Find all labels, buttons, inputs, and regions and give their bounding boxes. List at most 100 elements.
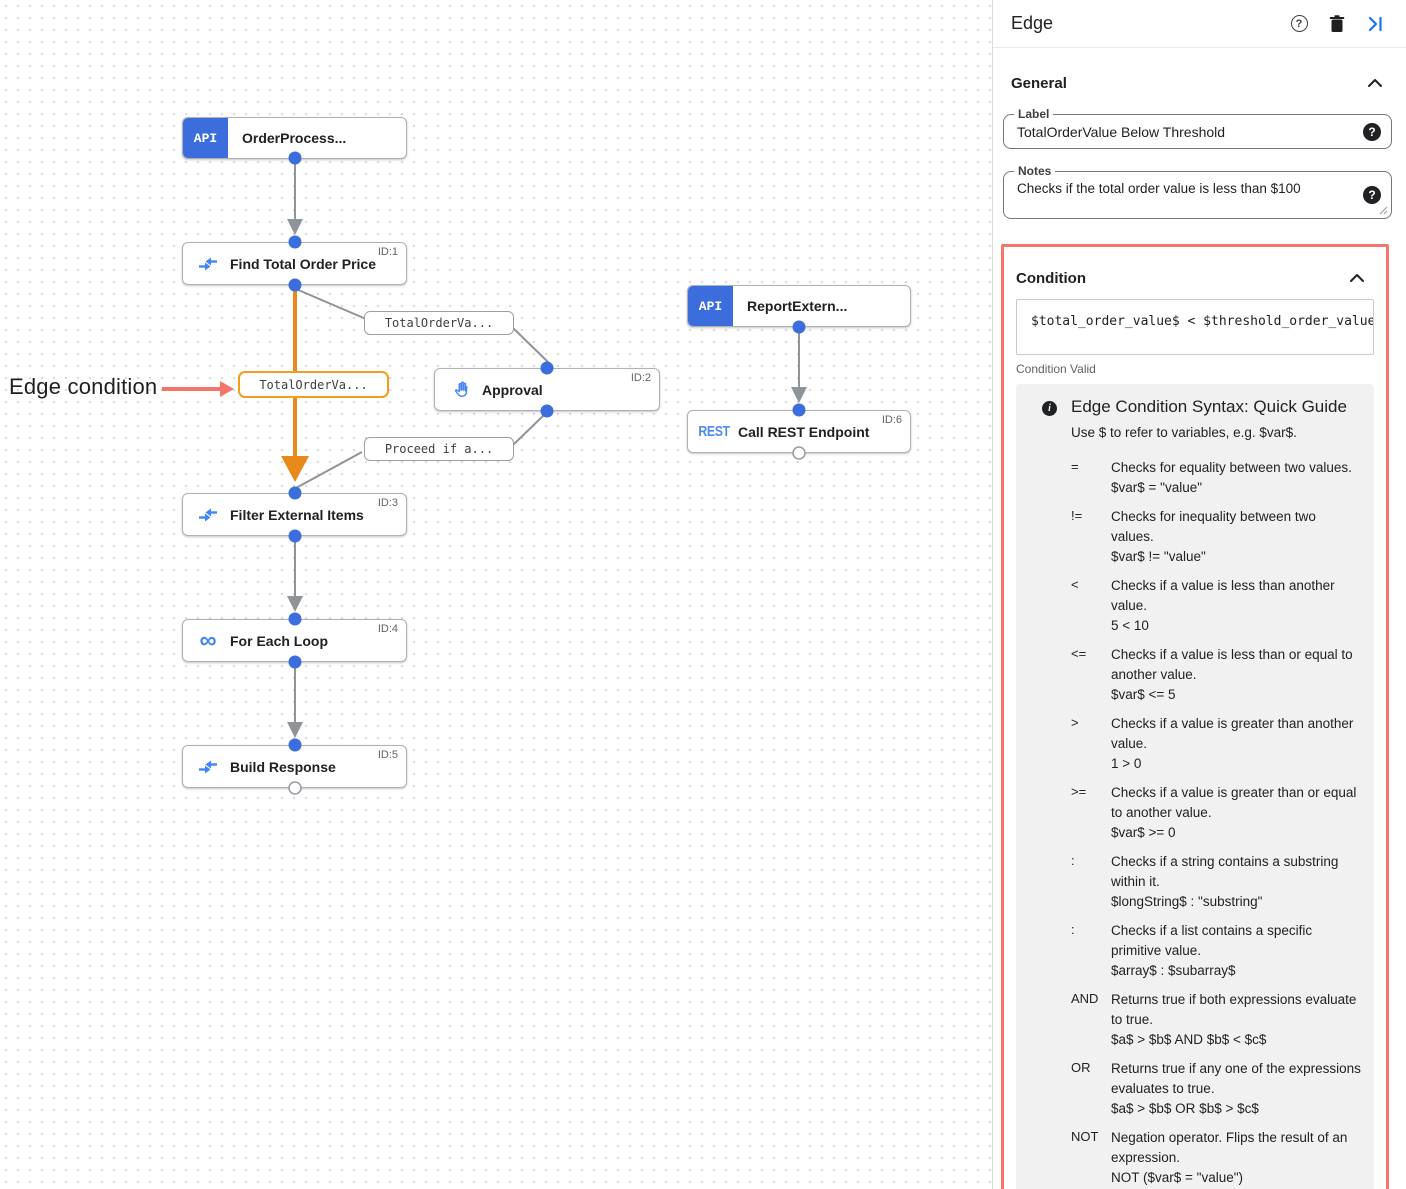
guide-example: 5 < 10 bbox=[1111, 618, 1149, 633]
notes-field[interactable]: Notes Checks if the total order value is… bbox=[1003, 164, 1392, 219]
workflow-edges bbox=[281, 151, 807, 795]
guide-title: Edge Condition Syntax: Quick Guide bbox=[1071, 397, 1347, 416]
node-id-badge: ID:2 bbox=[630, 372, 651, 384]
node-title: Call REST Endpoint bbox=[738, 423, 870, 440]
resize-handle-icon[interactable] bbox=[1379, 206, 1388, 215]
guide-operator: AND bbox=[1071, 991, 1099, 1006]
collapse-panel-icon[interactable] bbox=[1364, 13, 1386, 35]
guide-row: <= Checks if a value is less than or equ… bbox=[1071, 645, 1362, 705]
guide-description: Checks if a value is less than or equal … bbox=[1111, 647, 1353, 682]
collapse-condition-chevron-icon[interactable] bbox=[1346, 267, 1368, 289]
notes-help-icon[interactable]: ? bbox=[1363, 186, 1381, 204]
node-for-each-loop[interactable]: ID:4 ∞ For Each Loop bbox=[182, 619, 407, 662]
guide-description: Checks for equality between two values. bbox=[1111, 460, 1352, 475]
edge-condition-annotation: Edge condition bbox=[9, 374, 158, 399]
edge-label-totalordervalue[interactable]: TotalOrderVa... bbox=[364, 311, 514, 335]
guide-description: Returns true if any one of the expressio… bbox=[1111, 1061, 1361, 1096]
guide-operator: OR bbox=[1071, 1060, 1091, 1075]
guide-operator: >= bbox=[1071, 784, 1087, 799]
approval-hand-icon bbox=[448, 380, 472, 400]
node-id-badge: ID:3 bbox=[377, 497, 398, 509]
label-field[interactable]: Label TotalOrderValue Below Threshold ? bbox=[1003, 107, 1392, 149]
label-field-legend: Label bbox=[1014, 107, 1054, 121]
rest-task-icon: REST bbox=[698, 423, 730, 440]
guide-operator: <= bbox=[1071, 646, 1087, 661]
guide-row: OR Returns true if any one of the expres… bbox=[1071, 1059, 1362, 1119]
api-trigger-icon: API bbox=[183, 118, 228, 158]
node-title: For Each Loop bbox=[230, 632, 328, 649]
guide-example: $var$ >= 0 bbox=[1111, 825, 1176, 840]
node-id-badge: ID:5 bbox=[377, 749, 398, 761]
notes-field-legend: Notes bbox=[1014, 164, 1056, 178]
label-help-icon[interactable]: ? bbox=[1363, 122, 1381, 141]
workflow-canvas[interactable]: API OrderProcess... ID:1 Find Total Orde… bbox=[0, 0, 992, 1189]
label-field-value[interactable]: TotalOrderValue Below Threshold bbox=[1017, 124, 1226, 140]
info-icon: i bbox=[1042, 401, 1057, 416]
edge-label-proceed-if[interactable]: Proceed if a... bbox=[364, 437, 514, 461]
node-title: Find Total Order Price bbox=[230, 255, 376, 272]
guide-description: Checks if a value is greater than or equ… bbox=[1111, 785, 1357, 820]
guide-row: = Checks for equality between two values… bbox=[1071, 458, 1362, 498]
node-title: Approval bbox=[482, 381, 543, 398]
guide-row: != Checks for inequality between two val… bbox=[1071, 507, 1362, 567]
guide-example: NOT ($var$ = "value") bbox=[1111, 1170, 1244, 1185]
guide-row: > Checks if a value is greater than anot… bbox=[1071, 714, 1362, 774]
guide-description: Checks if a value is less than another v… bbox=[1111, 578, 1335, 613]
guide-example: $a$ > $b$ OR $b$ > $c$ bbox=[1111, 1101, 1259, 1116]
general-section: General Label TotalOrderValue Below Thre… bbox=[993, 48, 1406, 1189]
help-icon[interactable]: ? bbox=[1288, 13, 1310, 35]
node-title: Build Response bbox=[230, 758, 336, 775]
node-title: OrderProcess... bbox=[242, 130, 347, 146]
node-order-process-trigger[interactable]: API OrderProcess... bbox=[182, 117, 407, 159]
data-mapping-icon bbox=[196, 760, 220, 774]
guide-description: Negation operator. Flips the result of a… bbox=[1111, 1130, 1348, 1165]
guide-description: Returns true if both expressions evaluat… bbox=[1111, 992, 1357, 1027]
condition-section-highlighted: Condition $total_order_value$ < $thresho… bbox=[1001, 244, 1389, 1189]
guide-description: Checks if a string contains a substring … bbox=[1111, 854, 1339, 889]
guide-example: 1 > 0 bbox=[1111, 756, 1142, 771]
annotation-arrow-icon bbox=[162, 381, 234, 397]
node-id-badge: ID:1 bbox=[377, 246, 398, 258]
loop-icon: ∞ bbox=[199, 626, 217, 654]
guide-example: $longString$ : "substring" bbox=[1111, 894, 1263, 909]
edge-label-selected-totalordervalue[interactable]: TotalOrderVa... bbox=[238, 371, 389, 398]
node-find-total-order-price[interactable]: ID:1 Find Total Order Price bbox=[182, 242, 407, 285]
guide-operator: != bbox=[1071, 508, 1083, 523]
node-filter-external-items[interactable]: ID:3 Filter External Items bbox=[182, 493, 407, 536]
guide-row: >= Checks if a value is greater than or … bbox=[1071, 783, 1362, 843]
data-mapping-icon bbox=[196, 508, 220, 522]
guide-example: $var$ != "value" bbox=[1111, 549, 1206, 564]
guide-row: < Checks if a value is less than another… bbox=[1071, 576, 1362, 636]
guide-example: $a$ > $b$ AND $b$ < $c$ bbox=[1111, 1032, 1267, 1047]
guide-example: $var$ = "value" bbox=[1111, 480, 1203, 495]
notes-field-value[interactable]: Checks if the total order value is less … bbox=[1017, 181, 1301, 196]
node-id-badge: ID:6 bbox=[881, 414, 902, 426]
panel-title: Edge bbox=[1011, 13, 1054, 33]
guide-row: : Checks if a string contains a substrin… bbox=[1071, 852, 1362, 912]
condition-syntax-guide: i Edge Condition Syntax: Quick Guide Use… bbox=[1016, 384, 1374, 1189]
guide-example: $var$ <= 5 bbox=[1111, 687, 1176, 702]
guide-description: Checks for inequality between two values… bbox=[1111, 509, 1316, 544]
guide-example: $array$ : $subarray$ bbox=[1111, 963, 1236, 978]
node-call-rest-endpoint[interactable]: ID:6 REST Call REST Endpoint bbox=[687, 410, 911, 453]
condition-heading: Condition bbox=[1016, 269, 1086, 287]
panel-header: Edge ? bbox=[993, 0, 1406, 48]
node-approval[interactable]: ID:2 Approval bbox=[434, 368, 660, 411]
guide-row: AND Returns true if both expressions eva… bbox=[1071, 990, 1362, 1050]
guide-operator: > bbox=[1071, 715, 1079, 730]
guide-rows: = Checks for equality between two values… bbox=[1030, 458, 1362, 1188]
condition-expression-input[interactable]: $total_order_value$ < $threshold_order_v… bbox=[1016, 299, 1374, 355]
general-heading: General bbox=[1011, 74, 1067, 92]
guide-operator: : bbox=[1071, 853, 1075, 868]
condition-valid-status: Condition Valid bbox=[1016, 362, 1096, 376]
node-report-extern-trigger[interactable]: API ReportExtern... bbox=[687, 285, 911, 327]
delete-edge-icon[interactable] bbox=[1326, 13, 1348, 35]
guide-description: Checks if a list contains a specific pri… bbox=[1111, 923, 1313, 958]
guide-operator: < bbox=[1071, 577, 1079, 592]
collapse-general-chevron-icon[interactable] bbox=[1364, 72, 1386, 94]
guide-operator: NOT bbox=[1071, 1129, 1099, 1144]
node-build-response[interactable]: ID:5 Build Response bbox=[182, 745, 407, 788]
guide-intro: Use $ to refer to variables, e.g. $var$. bbox=[1071, 425, 1297, 440]
guide-operator: = bbox=[1071, 459, 1079, 474]
